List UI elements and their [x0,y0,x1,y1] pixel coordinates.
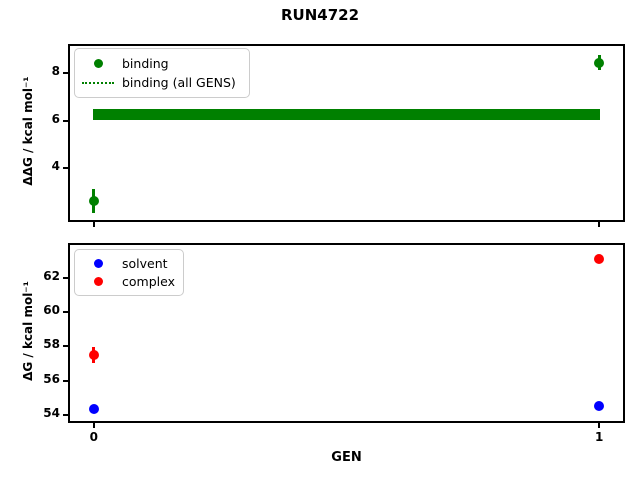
y-tick-label: 58 [43,337,60,352]
all-gens-band [92,108,601,120]
legend-marker-dot-icon [81,258,115,268]
y-tick-label: 6 [51,111,60,126]
legend: solvent complex [74,249,184,296]
y-tick [63,379,68,382]
x-tick [92,222,95,227]
binding-point [88,196,99,207]
solvent-point [594,401,605,412]
complex-point [594,253,605,264]
dot-swatch [93,258,103,268]
x-tick-label: 0 [89,430,98,444]
y-tick-label: 4 [51,158,60,173]
dotted-line-swatch [82,81,114,84]
legend: binding binding (all GENS) [74,48,250,98]
x-axis-label: GEN [331,450,362,465]
legend-item-label: binding [122,55,169,71]
x-tick [598,222,601,227]
y-tick [63,413,68,416]
complex-point [88,349,99,360]
legend-marker-dotted-line-icon [81,81,115,84]
y-tick [63,72,68,75]
y-tick-label: 56 [43,371,60,386]
legend-item: solvent [81,256,177,271]
figure-title: RUN4722 [280,6,360,24]
y-tick-label: 8 [51,64,60,79]
legend-item: binding [81,56,243,71]
legend-item-label: binding (all GENS) [122,75,236,91]
x-tick-label: 1 [595,430,604,444]
y-tick [63,166,68,169]
dot-swatch [93,277,103,287]
x-tick [92,423,95,428]
dot-swatch [93,58,103,68]
solvent-point [88,403,99,414]
legend-item: complex [81,274,177,289]
y-tick [63,310,68,313]
x-tick [598,423,601,428]
y-tick-label: 60 [43,302,60,317]
y-tick [63,345,68,348]
legend-item-label: complex [122,274,175,290]
legend-marker-dot-icon [81,58,115,68]
y-tick-label: 62 [43,268,60,283]
legend-marker-dot-icon [81,277,115,287]
y-tick-label: 54 [43,405,60,420]
legend-item-label: solvent [122,255,168,271]
legend-item: binding (all GENS) [81,75,243,90]
y-tick [63,119,68,122]
y-tick [63,276,68,279]
binding-point [594,57,605,68]
